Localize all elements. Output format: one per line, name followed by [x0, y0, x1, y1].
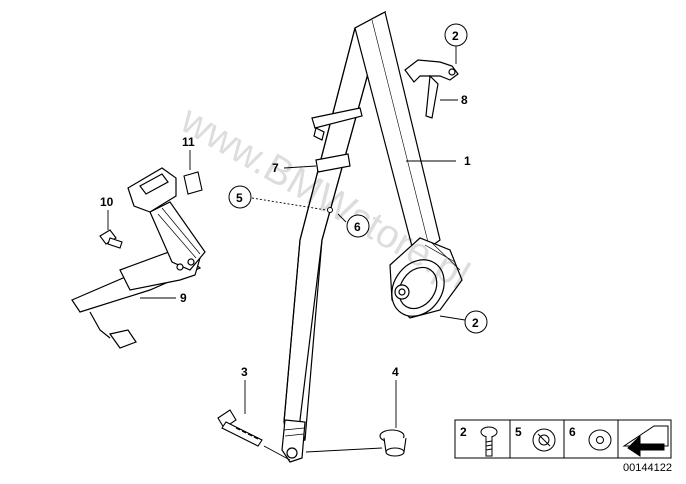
svg-text:2: 2	[460, 425, 467, 439]
anchor-bolt[interactable]	[217, 409, 263, 447]
callout-2-lower[interactable]: 2	[464, 310, 488, 334]
svg-text:9: 9	[180, 291, 187, 305]
svg-text:4: 4	[392, 365, 399, 379]
svg-text:7: 7	[272, 161, 279, 175]
warning-label-part[interactable]	[183, 171, 203, 195]
svg-text:6: 6	[569, 425, 576, 439]
small-washer-part[interactable]	[327, 207, 333, 213]
clip-nut-icon	[532, 428, 556, 452]
belt-buckle-assembly[interactable]	[71, 167, 206, 349]
buckle-bolt[interactable]	[99, 229, 123, 249]
belt-retractor[interactable]	[381, 237, 463, 326]
watermark-text: www.BMWstore.pl	[173, 97, 477, 298]
svg-text:6: 6	[354, 220, 361, 234]
belt-guide-loop[interactable]	[311, 107, 363, 173]
diagram-id: 00144122	[623, 462, 672, 474]
bolt-icon	[480, 426, 498, 457]
svg-text:1: 1	[464, 154, 471, 168]
leader-lines	[107, 46, 466, 461]
seat-belt-strap[interactable]	[281, 10, 441, 463]
svg-text:2: 2	[452, 29, 459, 43]
direction-arrow-icon	[622, 425, 669, 457]
callout-7[interactable]: 7	[272, 161, 279, 175]
svg-text:11: 11	[182, 135, 195, 149]
callout-4[interactable]: 4	[392, 365, 399, 379]
fastener-legend: 2 5 6	[454, 419, 672, 459]
callout-9[interactable]: 9	[180, 291, 187, 305]
svg-text:5: 5	[236, 191, 243, 205]
upper-bracket[interactable]	[404, 59, 459, 119]
spacer-sleeve[interactable]	[379, 429, 407, 457]
callout-3[interactable]: 3	[241, 365, 248, 379]
svg-text:3: 3	[241, 365, 248, 379]
legend-item-2[interactable]: 2	[460, 425, 498, 457]
callout-2-upper[interactable]: 2	[444, 23, 468, 47]
callout-5[interactable]: 5	[228, 185, 252, 209]
callout-11[interactable]: 11	[182, 135, 195, 149]
callout-1[interactable]: 1	[464, 154, 471, 168]
legend-item-5[interactable]: 5	[515, 425, 556, 452]
svg-text:10: 10	[100, 195, 114, 209]
svg-text:5: 5	[515, 425, 522, 439]
svg-text:2: 2	[472, 316, 479, 330]
washer-icon	[588, 429, 612, 451]
legend-item-6[interactable]: 6	[569, 425, 612, 451]
callout-6[interactable]: 6	[346, 214, 370, 238]
callout-10[interactable]: 10	[100, 195, 114, 209]
callout-8[interactable]: 8	[461, 93, 468, 107]
svg-text:8: 8	[461, 93, 468, 107]
